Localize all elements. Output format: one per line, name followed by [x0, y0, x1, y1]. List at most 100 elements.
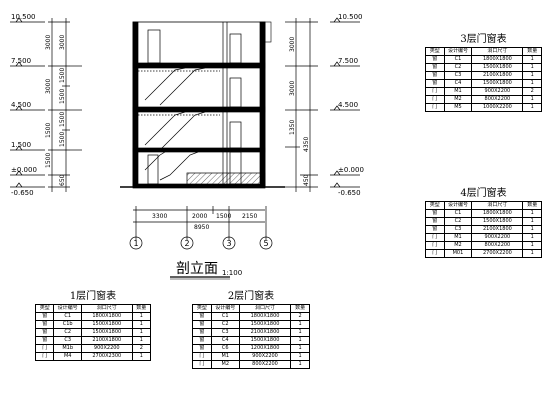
cell: M2 — [443, 241, 473, 250]
cell: 1 — [290, 328, 310, 337]
table-title: 4层门窗表 — [460, 188, 507, 199]
cell: 窗 — [192, 320, 212, 329]
right-dimension-lines — [285, 18, 318, 192]
cell: 1800X1800 — [238, 312, 292, 321]
cell: C2 — [443, 217, 473, 226]
bottom-dim-3: 2150 — [242, 213, 257, 220]
cell: 900X2200 — [238, 352, 292, 361]
table-title: 3层门窗表 — [460, 34, 507, 45]
table-title: 2层门窗表 — [227, 291, 275, 302]
axis-label-0: 1 — [133, 239, 138, 248]
cell: 900X2200 — [471, 87, 524, 96]
left-dim-outer-1: 3000 — [45, 79, 52, 94]
left-level-marks — [10, 17, 45, 188]
cell: 1 — [522, 71, 542, 80]
cell: 门 — [192, 360, 212, 369]
cell: 900X2200 — [80, 344, 133, 353]
cell: 1500X1800 — [80, 320, 133, 329]
cell: 门 — [425, 233, 445, 242]
cell: 2100X1800 — [80, 336, 133, 345]
right-dim-inner-1: 450 — [303, 174, 310, 186]
cell: 窗 — [192, 312, 212, 321]
cell: M1 — [443, 87, 473, 96]
cell: 窗 — [34, 320, 55, 329]
cell: 1 — [131, 312, 152, 321]
bottom-dimension-lines — [133, 206, 267, 240]
cell: 1 — [522, 233, 542, 242]
cell: C4 — [210, 336, 240, 345]
bottom-dim-1: 2000 — [192, 213, 207, 220]
level-right-4: -0.650 — [338, 189, 361, 197]
cell: C3 — [210, 328, 240, 337]
left-dim-inner-5: 650 — [59, 174, 66, 186]
cell: 2100X1800 — [471, 225, 524, 234]
left-dim-outer-2: 1500 — [45, 123, 52, 138]
cell: 2 — [522, 87, 542, 96]
right-dim-outer-1: 3000 — [289, 81, 296, 96]
cell: 1500X1800 — [471, 79, 524, 88]
axis-label-1: 2 — [184, 239, 189, 248]
left-dim-inner-0: 3000 — [59, 35, 66, 50]
cell: C1 — [443, 209, 473, 218]
header-cell: 洞口尺寸 — [471, 201, 524, 210]
level-left-3: 1.500 — [11, 141, 31, 149]
cell: 门 — [425, 249, 445, 258]
right-level-marks — [330, 17, 360, 188]
cell: 1 — [290, 360, 310, 369]
cell: 门 — [192, 352, 212, 361]
level-right-2: 4.500 — [338, 101, 358, 109]
cell: 窗 — [425, 79, 445, 88]
axis-label-3: 5 — [263, 239, 268, 248]
cell: C3 — [53, 336, 82, 345]
left-dim-inner-2: 1500 — [59, 89, 66, 104]
cell: 1500X1800 — [471, 63, 524, 72]
cell: 窗 — [34, 328, 55, 337]
cell: 窗 — [425, 217, 445, 226]
cell: C4 — [443, 79, 473, 88]
left-dim-inner-1: 1500 — [59, 68, 66, 83]
cell: C2 — [53, 328, 82, 337]
level-right-0: 10.500 — [338, 13, 363, 21]
right-dim-outer-2: 1350 — [289, 120, 296, 135]
cell: C1 — [443, 55, 473, 64]
cell: 1 — [522, 241, 542, 250]
cell: 1800X1800 — [471, 209, 524, 218]
bottom-dim-total: 8950 — [194, 224, 209, 231]
cell: 1 — [290, 352, 310, 361]
level-right-3: ±0.000 — [338, 166, 364, 174]
header-cell: 数量 — [522, 47, 542, 56]
level-left-1: 7.500 — [11, 57, 31, 65]
cell: 1 — [522, 63, 542, 72]
cell: 门 — [425, 241, 445, 250]
header-cell: 类型 — [34, 304, 55, 313]
cell: 1 — [522, 217, 542, 226]
cell: C2 — [210, 320, 240, 329]
cell: 2700X2300 — [80, 352, 133, 361]
cell: 1 — [290, 336, 310, 345]
cell: 1 — [131, 352, 152, 361]
cell: 窗 — [425, 209, 445, 218]
header-cell: 设计编号 — [53, 304, 82, 313]
cell: C3 — [443, 71, 473, 80]
cell: C6 — [210, 344, 240, 353]
cell: 窗 — [192, 328, 212, 337]
cell: 2 — [131, 344, 152, 353]
right-dim-inner-0: 4350 — [303, 137, 310, 152]
cell: M2 — [443, 95, 473, 104]
